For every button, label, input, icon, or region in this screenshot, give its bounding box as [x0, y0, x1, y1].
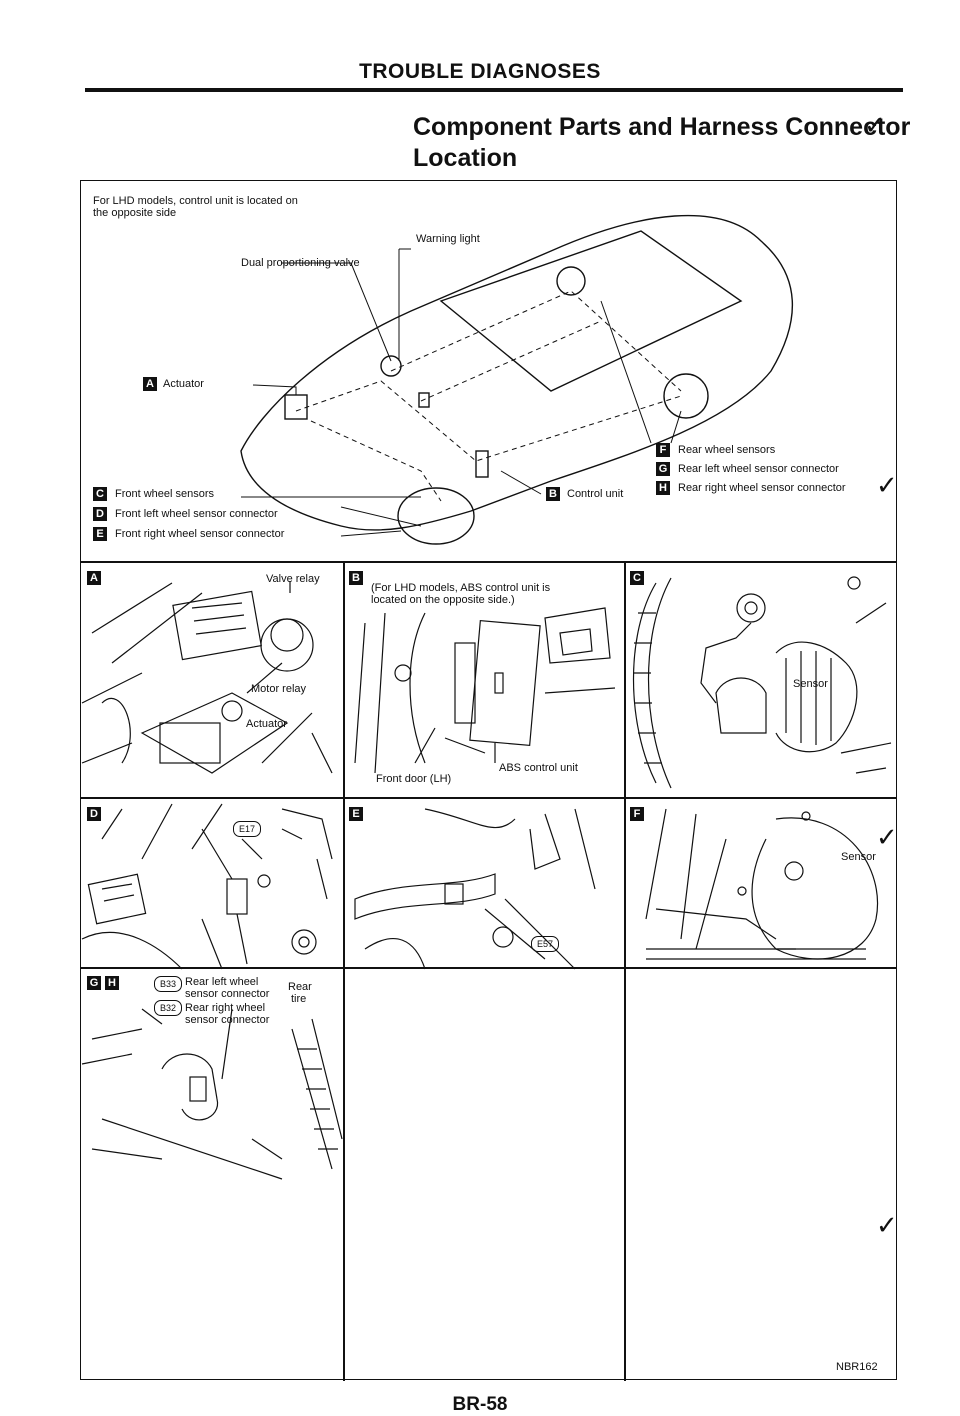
- abs-control-unit-label: ABS control unit: [499, 762, 578, 774]
- e17-connector-tag: E17: [233, 821, 261, 837]
- grid-divider: [624, 561, 626, 1381]
- panel-d-badge: D: [87, 807, 101, 821]
- motor-relay-label: Motor relay: [251, 683, 307, 695]
- panel-f-sensor-label: Sensor: [841, 851, 876, 863]
- panel-e-badge: E: [349, 807, 363, 821]
- panel-h-badge: H: [105, 976, 119, 990]
- valve-relay-label: Valve relay: [266, 573, 320, 585]
- section-title-line2: Location: [413, 144, 518, 172]
- checkmark-icon: ✓: [876, 470, 898, 500]
- panel-b-badge: B: [349, 571, 363, 585]
- section-title: Component Parts and Harness Connector Lo…: [413, 112, 910, 174]
- legend-front-right-connector: Front right wheel sensor connector: [115, 528, 285, 540]
- page-header-title: TROUBLE DIAGNOSES: [359, 60, 601, 83]
- legend-front-left-connector: Front left wheel sensor connector: [115, 508, 278, 520]
- control-unit-badge: B: [546, 487, 560, 501]
- e57-connector-tag: E57: [531, 936, 559, 952]
- grid-divider: [81, 561, 896, 563]
- panel-a-drawing: [81, 581, 333, 774]
- legend-badge-c: C: [93, 487, 107, 501]
- front-door-label: Front door (LH): [376, 773, 452, 785]
- b32-text-line1: Rear right wheel: [185, 1002, 266, 1014]
- control-unit-label: Control unit: [567, 488, 624, 500]
- warning-light-label: Warning light: [416, 233, 480, 245]
- panel-c-drawing: [633, 576, 892, 789]
- panel-g-badge: G: [87, 976, 101, 990]
- page-number: BR-58: [452, 1394, 508, 1415]
- grid-divider: [343, 561, 345, 1381]
- panel-c-sensor-label: Sensor: [793, 678, 828, 690]
- b32-connector-tag: B32: [154, 1000, 182, 1016]
- b33-text-line1: Rear left wheel: [185, 976, 259, 988]
- overview-note-line2: the opposite side: [93, 207, 177, 219]
- figure-frame: For LHD models, control unit is located …: [80, 180, 897, 1381]
- legend-badge-g: G: [656, 462, 670, 476]
- legend-rear-left-connector: Rear left wheel sensor connector: [678, 463, 839, 475]
- grid-divider: [81, 967, 896, 969]
- legend-badge-f: F: [656, 443, 670, 457]
- panel-f-badge: F: [630, 807, 644, 821]
- panel-b-note-line2: located on the opposite side.): [371, 594, 515, 606]
- actuator-label: Actuator: [163, 378, 204, 390]
- panel-a-badge: A: [87, 571, 101, 585]
- header-rule: [85, 88, 903, 92]
- grid-divider: [81, 797, 896, 799]
- panel-b-note-line1: (For LHD models, ABS control unit is: [371, 582, 551, 594]
- checkmark-icon: ✓: [876, 822, 898, 852]
- rear-tire-label-line1: Rear: [288, 981, 312, 993]
- overview-note-line1: For LHD models, control unit is located …: [93, 195, 298, 207]
- legend-front-wheel-sensors: Front wheel sensors: [115, 488, 215, 500]
- panel-c-badge: C: [630, 571, 644, 585]
- legend-rear-right-connector: Rear right wheel sensor connector: [678, 482, 846, 494]
- panel-e-drawing: [354, 808, 596, 970]
- legend-badge-d: D: [93, 507, 107, 521]
- panel-a-actuator-label: Actuator: [246, 718, 287, 730]
- rear-tire-label-line2: tire: [291, 993, 307, 1005]
- b33-text-line2: sensor connector: [185, 988, 270, 1000]
- legend-badge-e: E: [93, 527, 107, 541]
- section-title-line1: Component Parts and Harness Connector: [413, 113, 911, 141]
- figure-code: NBR162: [836, 1361, 878, 1373]
- b32-text-line2: sensor connector: [185, 1014, 270, 1026]
- panel-d-drawing: [81, 803, 333, 970]
- panel-f-drawing: [645, 808, 878, 960]
- panel-b-drawing: [354, 607, 616, 774]
- b33-connector-tag: B33: [154, 976, 182, 992]
- panel-gh-drawing: [81, 1008, 343, 1180]
- legend-rear-wheel-sensors: Rear wheel sensors: [678, 444, 776, 456]
- vehicle-overview-drawing: [240, 214, 794, 545]
- actuator-badge: A: [143, 377, 157, 391]
- checkmark-icon: ✓: [864, 110, 886, 140]
- legend-badge-h: H: [656, 481, 670, 495]
- dual-proportioning-valve-label: Dual proportioning valve: [241, 257, 360, 269]
- checkmark-icon: ✓: [876, 1210, 898, 1240]
